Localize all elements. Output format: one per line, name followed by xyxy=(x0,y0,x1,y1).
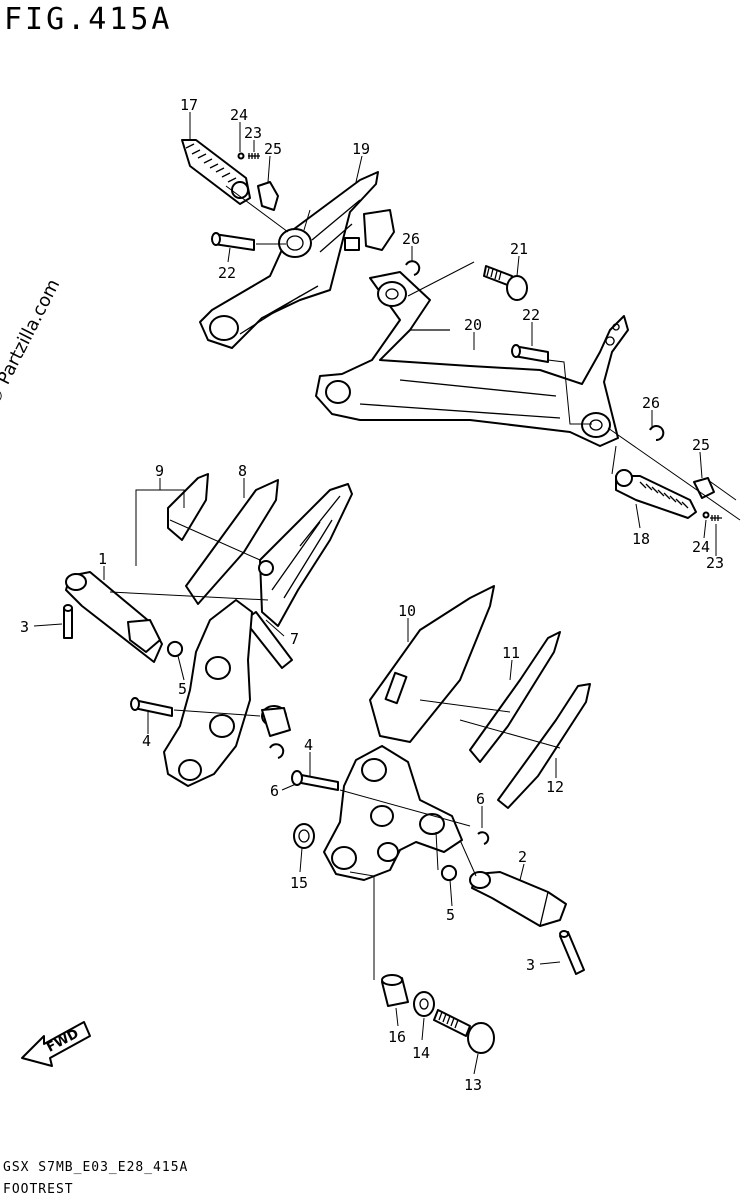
callout-1: 1 xyxy=(98,550,107,568)
callout-17: 17 xyxy=(180,96,198,114)
callout-25-top: 25 xyxy=(264,140,282,158)
callout-22-top: 22 xyxy=(218,264,236,282)
spring-5-left xyxy=(166,640,184,658)
e-ring-left xyxy=(269,743,285,759)
callout-3-left: 3 xyxy=(20,618,29,636)
collar-16-top xyxy=(381,974,403,986)
pin-3-right xyxy=(559,931,585,975)
spring-23-right xyxy=(710,515,722,521)
callout-8: 8 xyxy=(238,462,247,480)
front-bracket-right xyxy=(323,745,463,881)
callout-18: 18 xyxy=(632,530,650,548)
pin-4-left-end xyxy=(130,697,140,711)
callout-13: 13 xyxy=(464,1076,482,1094)
spring-5-right xyxy=(440,864,458,882)
callout-5-left: 5 xyxy=(178,680,187,698)
callout-15: 15 xyxy=(290,874,308,892)
callout-5-right: 5 xyxy=(446,906,455,924)
callout-26-right: 26 xyxy=(642,394,660,412)
bolt-13 xyxy=(433,1009,495,1054)
front-footpeg-1 xyxy=(65,571,163,663)
front-footpeg-2 xyxy=(469,871,567,927)
heel-guard-12 xyxy=(497,683,591,809)
brake-pedal-7 xyxy=(243,483,353,669)
footer-section-name: FOOTREST xyxy=(3,1182,74,1197)
callout-21: 21 xyxy=(510,240,528,258)
clip-25-right xyxy=(693,477,715,499)
callout-19: 19 xyxy=(352,140,370,158)
footer-diagram-code: GSX S7MB_E03_E28_415A xyxy=(3,1160,189,1175)
callout-16: 16 xyxy=(388,1028,406,1046)
rear-footrest-bracket-19 xyxy=(199,171,395,349)
heel-guard-9 xyxy=(167,473,209,541)
spring-23-top xyxy=(248,153,260,159)
clip-25-top xyxy=(257,181,279,211)
callout-6-right: 6 xyxy=(476,790,485,808)
callout-10: 10 xyxy=(398,602,416,620)
callout-7: 7 xyxy=(290,630,299,648)
front-bracket-left xyxy=(163,599,291,787)
fwd-arrow xyxy=(21,1021,91,1067)
callout-23-top: 23 xyxy=(244,124,262,142)
callout-20: 20 xyxy=(464,316,482,334)
callout-23-right: 23 xyxy=(706,554,724,572)
callout-labels: 17 24 23 25 19 26 22 21 20 22 26 25 18 2… xyxy=(20,96,724,1094)
callout-3-right: 3 xyxy=(526,956,535,974)
washer-14 xyxy=(413,991,435,1017)
e-ring-26-right xyxy=(649,425,665,442)
callout-12: 12 xyxy=(546,778,564,796)
callout-22-right: 22 xyxy=(522,306,540,324)
ball-24-top xyxy=(237,152,245,160)
callout-24-right: 24 xyxy=(692,538,710,556)
callout-14: 14 xyxy=(412,1044,430,1062)
heel-guard-8 xyxy=(185,479,279,605)
figure-title: FIG.415A xyxy=(4,2,173,37)
ball-24-right xyxy=(702,511,710,519)
callout-4-left: 4 xyxy=(142,732,151,750)
callout-4-right: 4 xyxy=(304,736,313,754)
e-ring-6-right xyxy=(477,831,490,845)
washer-14-hole xyxy=(419,998,429,1010)
pin-22-top-end xyxy=(211,232,221,246)
callout-6-left: 6 xyxy=(270,782,279,800)
leader-lines xyxy=(33,112,741,1075)
pin-3-left-end xyxy=(63,604,73,612)
rear-footpeg-18 xyxy=(615,469,697,519)
callout-26-top: 26 xyxy=(402,230,420,248)
washer-15-hole xyxy=(298,829,310,843)
washer-15 xyxy=(293,823,315,849)
rear-footpeg-17 xyxy=(181,139,251,205)
bolt-21 xyxy=(483,265,528,301)
callout-9: 9 xyxy=(155,462,164,480)
pin-3-right-end xyxy=(559,930,569,938)
pin-22-right-end xyxy=(511,344,521,358)
e-ring-26-top xyxy=(405,260,421,276)
callout-2: 2 xyxy=(518,848,527,866)
callout-11: 11 xyxy=(502,644,520,662)
heel-guard-10 xyxy=(369,585,495,743)
callout-24-top: 24 xyxy=(230,106,248,124)
pin-6-left-end xyxy=(291,770,303,786)
rear-bracket-20 xyxy=(315,271,629,447)
callout-25-right: 25 xyxy=(692,436,710,454)
pin-3-left xyxy=(63,607,73,639)
